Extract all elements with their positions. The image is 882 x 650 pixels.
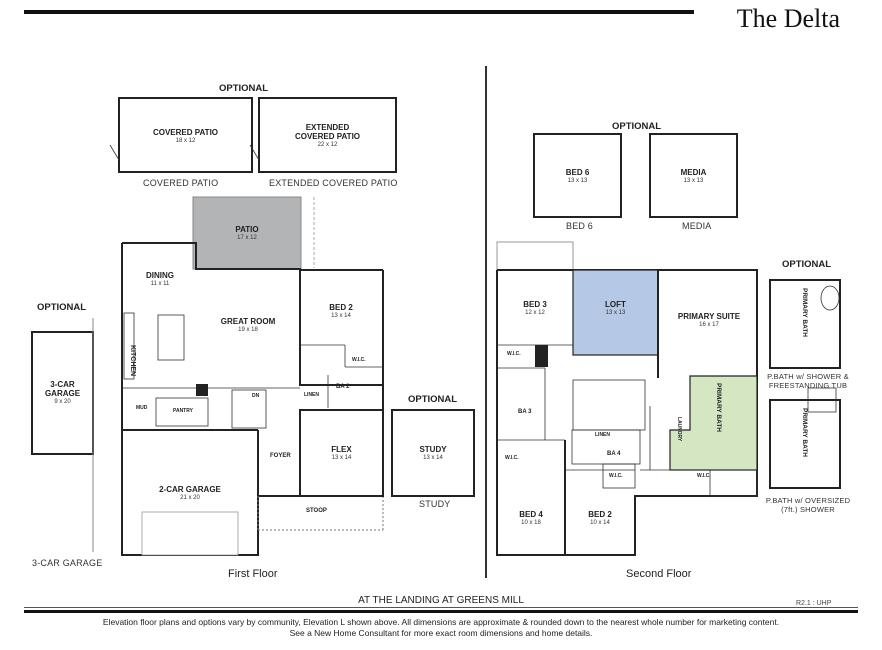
footer-rule-thin (24, 607, 858, 608)
plan-code: R2.1 : UHP (796, 600, 832, 607)
study-caption: STUDY (419, 499, 451, 509)
label-ba-2: BA 2 (336, 384, 350, 390)
label-linen-second: LINEN (595, 432, 610, 438)
optional-patio-heading: OPTIONAL (219, 83, 269, 94)
label-ba-3: BA 3 (518, 409, 532, 415)
label-wic-first: W.I.C. (352, 357, 366, 363)
bath-option-2-caption: P.BATH w/ OVERSIZED(7ft.) SHOWER (765, 496, 851, 514)
label-ba-4: BA 4 (607, 451, 621, 457)
media-caption: MEDIA (682, 221, 712, 231)
footer-rule (24, 610, 858, 613)
label-primary-bath-opt-1: PRIMARY BATH (801, 288, 808, 337)
bed-6-caption: BED 6 (566, 221, 594, 231)
optional-bedroom-heading: OPTIONAL (612, 121, 662, 132)
label-wic-bed-4: W.I.C. (505, 455, 519, 461)
optional-garage-heading: OPTIONAL (37, 302, 87, 313)
plan-title: The Delta (736, 4, 840, 33)
label-primary-bath: PRIMARY BATH (715, 383, 722, 432)
covered-patio-caption: COVERED PATIO (143, 178, 219, 188)
label-stoop: STOOP (306, 508, 327, 514)
label-stairs-down: DN (252, 393, 260, 399)
label-laundry: LAUNDRY (676, 417, 682, 442)
3-car-garage-caption: 3-CAR GARAGE (32, 558, 103, 568)
bath-option-1-caption: P.BATH w/ SHOWER &FREESTANDING TUB (767, 372, 849, 390)
label-foyer: FOYER (270, 453, 291, 459)
top-rule (24, 10, 694, 14)
floor-divider (485, 66, 487, 578)
label-wic-bed-3: W.I.C. (507, 351, 521, 357)
extended-patio-caption: EXTENDED COVERED PATIO (269, 178, 398, 188)
disclaimer-line-2: See a New Home Consultant for more exact… (289, 628, 593, 638)
label-linen-first: LINEN (304, 392, 319, 398)
label-wic-bed-2: W.I.C. (609, 473, 623, 479)
second-floor-label: Second Floor (626, 568, 692, 580)
optional-study-heading: OPTIONAL (408, 394, 458, 405)
label-mud: MUD (136, 405, 148, 411)
community-name: AT THE LANDING AT GREENS MILL (358, 595, 524, 606)
optional-bath-heading: OPTIONAL (782, 259, 832, 270)
first-floor-label: First Floor (228, 568, 278, 580)
label-wic-primary: W.I.C. (697, 473, 711, 479)
disclaimer-line-1: Elevation floor plans and options vary b… (102, 617, 780, 627)
label-pantry: PANTRY (173, 408, 193, 414)
label-primary-bath-opt-2: PRIMARY BATH (801, 408, 808, 457)
label-kitchen: KITCHEN (129, 345, 136, 377)
